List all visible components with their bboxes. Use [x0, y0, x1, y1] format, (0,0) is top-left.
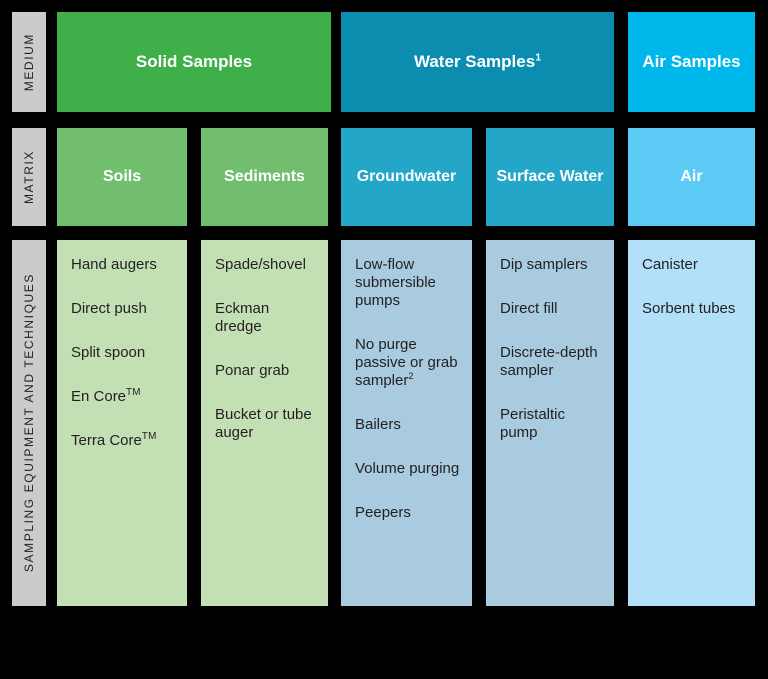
sampling-list-item-text: Direct fill	[500, 300, 558, 317]
row-label-medium: MEDIUM	[12, 12, 46, 112]
footnote-marker-2: 2	[408, 371, 414, 381]
sampling-list-item: En CoreTM	[71, 388, 175, 406]
sampling-list-item-text: Discrete-depth sampler	[500, 344, 598, 379]
sampling-list-item: Bailers	[355, 416, 460, 434]
sampling-list-groundwater: Low-flow submersible pumps No purge passi…	[355, 256, 460, 522]
sampling-list-item: Peepers	[355, 504, 460, 522]
matrix-cell-soils: Soils	[57, 128, 187, 226]
medium-label-water-samples: Water Samples1	[414, 52, 541, 72]
sampling-list-item-text: Volume purging	[355, 460, 460, 477]
medium-cell-air-samples: Air Samples	[628, 12, 755, 112]
sampling-list-item-text: Peristaltic pump	[500, 406, 566, 441]
sampling-list-item-text: Spade/shovel	[215, 256, 306, 273]
matrix-label-groundwater: Groundwater	[356, 168, 457, 185]
row-label-medium-text: MEDIUM	[22, 32, 36, 92]
sampling-list-item-text: Bucket or tube auger	[215, 406, 312, 441]
matrix-cell-groundwater: Groundwater	[341, 128, 472, 226]
sampling-list-item-text: Eckman dredge	[215, 300, 270, 335]
medium-label-air-samples-text: Air Samples	[642, 52, 741, 71]
matrix-label-surface-water: Surface Water	[496, 168, 604, 185]
sampling-list-item: Split spoon	[71, 344, 175, 362]
medium-label-water-samples-text: Water Samples	[413, 52, 536, 71]
sampling-list-item: No purge passive or grab sampler2	[355, 336, 460, 390]
row-label-sampling: SAMPLING EQUIPMENT AND TECHNIQUES	[12, 240, 46, 606]
medium-cell-solid-samples: Solid Samples	[57, 12, 331, 112]
sampling-list-item: Hand augers	[71, 256, 175, 274]
sampling-list-item: Dip samplers	[500, 256, 602, 274]
sampling-list-item: Direct fill	[500, 300, 602, 318]
sampling-list-item-text: Sorbent tubes	[642, 300, 736, 317]
sampling-list-item-text: Ponar grab	[215, 362, 290, 379]
sampling-list-item-text: Peepers	[355, 504, 411, 521]
matrix-label-air: Air	[680, 168, 703, 185]
row-label-matrix-text: MATRIX	[22, 149, 36, 205]
sampling-list-item-text: Hand augers	[71, 256, 157, 273]
trademark-marker: TM	[126, 387, 141, 398]
sampling-list-item: Peristaltic pump	[500, 406, 602, 442]
sampling-list-item: Direct push	[71, 300, 175, 318]
matrix-cell-air: Air	[628, 128, 755, 226]
sampling-list-item: Ponar grab	[215, 362, 316, 380]
matrix-label-sediments: Sediments	[224, 168, 305, 185]
sampling-list-item: Discrete-depth sampler	[500, 344, 602, 380]
matrix-cell-sediments: Sediments	[201, 128, 328, 226]
sampling-list-item: Spade/shovel	[215, 256, 316, 274]
sampling-cell-groundwater: Low-flow submersible pumps No purge passi…	[341, 240, 472, 606]
sampling-list-item-text: Low-flow submersible pumps	[355, 256, 436, 309]
matrix-cell-surface-water: Surface Water	[486, 128, 614, 226]
sampling-list-item: Canister	[642, 256, 743, 274]
sampling-list-item-text: Direct push	[71, 300, 147, 317]
sampling-list-item-text: Split spoon	[71, 344, 146, 361]
sampling-list-item: Sorbent tubes	[642, 300, 743, 318]
sampling-list-item-text: No purge passive or grab sampler	[355, 336, 458, 389]
row-label-sampling-text: SAMPLING EQUIPMENT AND TECHNIQUES	[22, 273, 36, 573]
sampling-list-item: Terra CoreTM	[71, 432, 175, 450]
sampling-list-item: Bucket or tube auger	[215, 406, 316, 442]
medium-label-air-samples: Air Samples	[642, 52, 740, 72]
medium-cell-water-samples: Water Samples1	[341, 12, 614, 112]
matrix-label-soils: Soils	[102, 168, 142, 185]
sampling-list-item-text: Dip samplers	[500, 256, 588, 273]
medium-label-solid-samples: Solid Samples	[136, 52, 252, 72]
sampling-list-item-text: Canister	[642, 256, 698, 273]
sampling-list-item-text: Bailers	[355, 416, 401, 433]
sampling-list-item-text: En Core	[71, 388, 127, 405]
medium-label-solid-samples-text: Solid Samples	[135, 52, 253, 71]
trademark-marker: TM	[141, 431, 157, 442]
sampling-list-item: Eckman dredge	[215, 300, 316, 336]
sampling-list-item: Volume purging	[355, 460, 460, 478]
sampling-list-item-text: Terra Core	[71, 432, 142, 449]
sampling-list-item: Low-flow submersible pumps	[355, 256, 460, 310]
row-label-matrix: MATRIX	[12, 128, 46, 226]
footnote-marker-1: 1	[535, 51, 542, 64]
